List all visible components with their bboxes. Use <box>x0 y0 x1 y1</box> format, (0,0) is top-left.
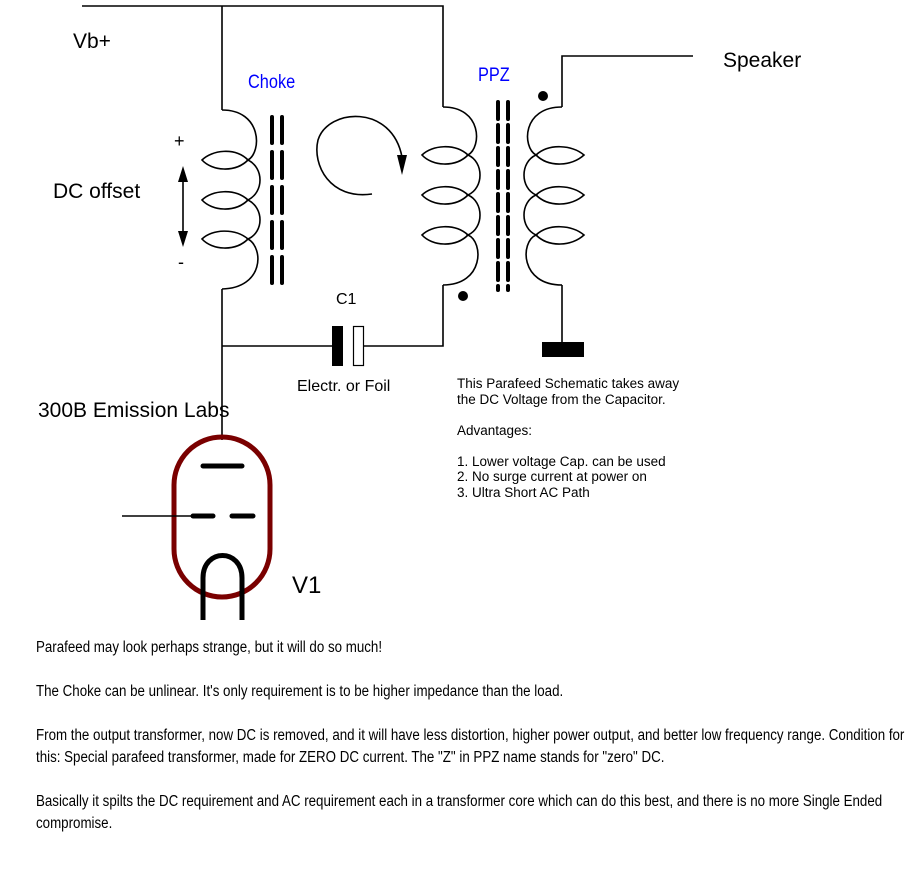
ppz-primary-bottom-wire <box>363 285 444 347</box>
dc-offset-arrow <box>178 166 188 247</box>
body-paragraph: From the output transformer, now DC is r… <box>36 727 905 766</box>
tube-type-label: 300B Emission Labs <box>38 399 230 422</box>
notes-intro-line: This Parafeed Schematic takes away <box>457 376 680 391</box>
notes-intro-line: the DC Voltage from the Capacitor. <box>457 391 666 407</box>
choke-core <box>270 115 284 285</box>
capacitor-type-label: Electr. or Foil <box>297 378 391 395</box>
choke-coil-loop-1 <box>200 150 249 170</box>
supply-rail-wire <box>82 5 444 107</box>
ppz-primary-winding <box>363 106 481 347</box>
advantage-item: 3. Ultra Short AC Path <box>457 484 590 500</box>
ac-loop-arrow <box>316 115 407 196</box>
tube-ref-label: V1 <box>292 572 322 599</box>
advantage-item: 1. Lower voltage Cap. can be used <box>457 453 666 469</box>
choke-inductor <box>200 109 261 440</box>
ppz-label: PPZ <box>478 65 510 86</box>
tube-filament <box>200 553 245 620</box>
ppz-secondary-winding <box>523 55 693 343</box>
speaker-wire <box>561 55 693 107</box>
plus-sign: + <box>174 131 185 151</box>
capacitor-c1 <box>222 325 365 367</box>
notes-block: This Parafeed Schematic takes away the D… <box>457 376 679 500</box>
body-paragraph: Parafeed may look perhaps strange, but i… <box>36 639 383 656</box>
body-paragraph: Basically it spilts the DC requirement a… <box>36 793 883 832</box>
supply-label: Vb+ <box>73 30 111 53</box>
dc-offset-label: DC offset <box>53 180 141 203</box>
choke-coil-loop-2 <box>200 190 249 210</box>
secondary-polarity-dot <box>538 91 548 101</box>
choke-coil-loop-3 <box>200 230 249 249</box>
advantage-item: 2. No surge current at power on <box>457 469 647 484</box>
schematic-diagram <box>82 5 693 620</box>
choke-coil-outer <box>221 109 261 290</box>
minus-sign: - <box>178 252 184 272</box>
body-paragraph: The Choke can be unlinear. It's only req… <box>36 683 564 700</box>
speaker-label: Speaker <box>723 49 802 72</box>
body-text: Parafeed may look perhaps strange, but i… <box>36 637 916 857</box>
tube-envelope <box>171 434 273 600</box>
primary-polarity-dot <box>458 291 468 301</box>
ground-symbol <box>542 342 584 357</box>
triode-tube-v1 <box>122 434 273 620</box>
advantages-heading: Advantages: <box>457 422 533 438</box>
choke-label: Choke <box>248 72 296 93</box>
capacitor-ref-label: C1 <box>336 291 357 308</box>
ppz-core <box>496 100 510 292</box>
